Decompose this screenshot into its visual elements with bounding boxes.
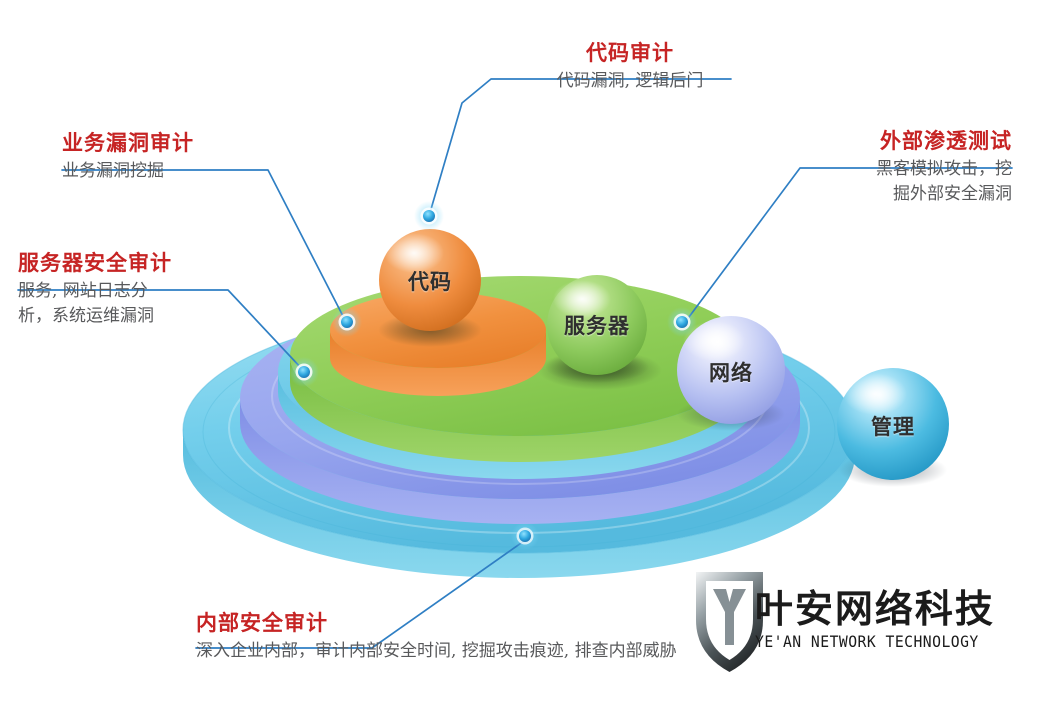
sphere-label-server: 服务器	[564, 314, 630, 338]
callout-code-audit: 代码审计 代码漏洞, 逻辑后门	[520, 40, 740, 94]
callout-desc-business-vuln-audit: 业务漏洞挖掘	[62, 156, 272, 184]
dot-internal-audit	[511, 522, 539, 550]
callout-desc-line: 服务, 网站日志分	[18, 281, 148, 301]
callout-desc-line: 黑客模拟攻击，挖	[876, 159, 1012, 179]
watermark-company-name-en: YE'AN NETWORK TECHNOLOGY	[754, 632, 979, 651]
sphere-code	[378, 229, 482, 347]
callout-desc-line: 深入企业内部，审计内部安全时间, 挖掘攻击痕迹, 排查内部威胁	[196, 641, 677, 661]
callout-server-security-audit: 服务器安全审计 服务, 网站日志分 析，系统运维漏洞	[18, 250, 233, 329]
callout-external-penetration-test: 外部渗透测试 黑客模拟攻击，挖 掘外部安全漏洞	[797, 128, 1012, 207]
leader-code-audit	[428, 78, 732, 217]
callout-desc-line: 业务漏洞挖掘	[62, 161, 164, 181]
callout-desc-line: 析，系统运维漏洞	[18, 306, 154, 326]
sphere-label-network: 网络	[709, 361, 753, 385]
callout-desc-internal-security-audit: 深入企业内部，审计内部安全时间, 挖掘攻击痕迹, 排查内部威胁	[196, 636, 896, 664]
callout-internal-security-audit: 内部安全审计 深入企业内部，审计内部安全时间, 挖掘攻击痕迹, 排查内部威胁	[196, 610, 896, 664]
shield-y-logo	[696, 572, 763, 672]
dot-code	[414, 201, 444, 231]
leader-internal-audit	[195, 540, 525, 649]
leader-lines	[17, 78, 1013, 649]
callout-title-business-vuln-audit: 业务漏洞审计	[62, 131, 194, 155]
sphere-network	[677, 316, 785, 431]
leader-server-security	[17, 289, 304, 371]
watermark-company-name-cn: 叶安网络科技	[754, 587, 995, 631]
sphere-server	[545, 275, 649, 383]
dot-server-security	[289, 357, 319, 387]
callout-desc-server-security-audit: 服务, 网站日志分 析，系统运维漏洞	[18, 276, 233, 329]
connector-dots	[289, 201, 697, 550]
callout-desc-external-penetration-test: 黑客模拟攻击，挖 掘外部安全漏洞	[797, 154, 1012, 207]
dot-external-pentest	[667, 307, 697, 337]
watermark: 叶安网络科技 YE'AN NETWORK TECHNOLOGY	[688, 565, 998, 675]
callout-desc-line: 掘外部安全漏洞	[893, 184, 1012, 204]
sphere-label-manage: 管理	[871, 415, 915, 439]
callout-title-code-audit: 代码审计	[586, 41, 674, 65]
callout-desc-line: 代码漏洞, 逻辑后门	[556, 71, 704, 91]
callout-title-server-security-audit: 服务器安全审计	[18, 251, 172, 275]
callout-title-external-penetration-test: 外部渗透测试	[880, 129, 1012, 153]
callout-desc-code-audit: 代码漏洞, 逻辑后门	[520, 66, 740, 94]
leader-external-pentest	[685, 167, 1013, 322]
sphere-manage	[837, 368, 949, 487]
sphere-label-code: 代码	[408, 270, 452, 294]
dot-business-vuln	[332, 307, 362, 337]
leader-business-vuln	[61, 169, 346, 321]
callout-title-internal-security-audit: 内部安全审计	[196, 611, 328, 635]
callout-business-vuln-audit: 业务漏洞审计 业务漏洞挖掘	[62, 130, 272, 184]
